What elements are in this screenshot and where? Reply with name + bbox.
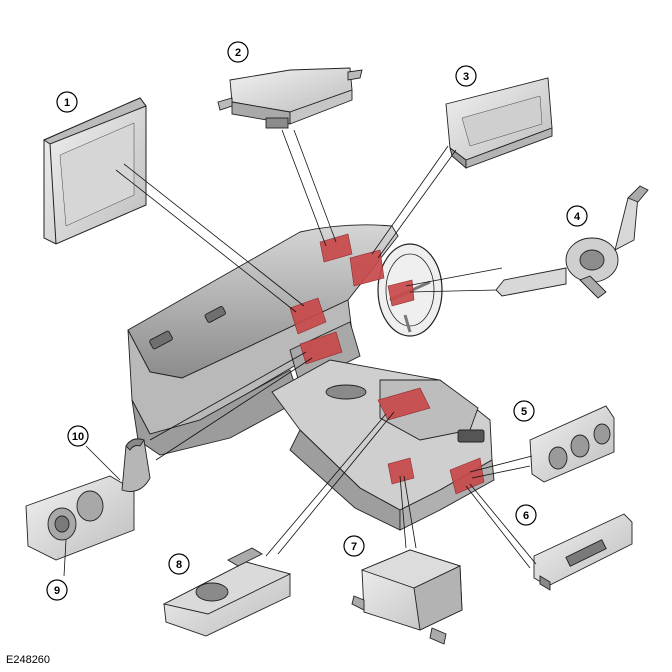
component-6-switch-pack: [533, 513, 633, 591]
callout-3: 3: [455, 65, 477, 87]
callout-5: 5: [513, 400, 535, 422]
callout-2: 2: [227, 41, 249, 63]
component-2-module: [217, 67, 363, 129]
center-console: [271, 359, 495, 531]
callout-9: 9: [46, 579, 68, 601]
component-9-control-panel: [25, 475, 135, 561]
location-module-3: [349, 249, 385, 287]
svg-text:2: 2: [235, 47, 241, 59]
dashboard-assembly: [127, 224, 399, 456]
callout-8: 8: [168, 553, 190, 575]
component-1-display: [42, 97, 147, 245]
component-8-module: [162, 547, 292, 637]
svg-text:7: 7: [351, 541, 357, 553]
component-3-cluster: [445, 77, 553, 169]
component-10-selector: [121, 438, 151, 492]
component-4-column-switch: [495, 185, 649, 299]
callouts: 1 2 3 4 5 6 7 8: [46, 41, 588, 601]
callout-4: 4: [566, 205, 588, 227]
callout-6: 6: [515, 504, 537, 526]
leader-lines: [63, 129, 537, 577]
svg-text:3: 3: [463, 71, 469, 83]
location-module-1: [289, 297, 327, 335]
callout-7: 7: [343, 535, 365, 557]
component-7-module: [351, 549, 463, 645]
svg-text:4: 4: [574, 211, 581, 223]
svg-text:5: 5: [521, 406, 527, 418]
location-module-5-6: [449, 457, 485, 495]
location-module-2: [319, 233, 353, 263]
svg-text:6: 6: [523, 510, 529, 522]
component-5-control-panel: [529, 405, 615, 483]
svg-text:9: 9: [54, 585, 60, 597]
location-module-10: [299, 331, 343, 365]
callout-10: 10: [67, 425, 89, 447]
location-module-4: [387, 279, 415, 307]
highlighted-locations: [289, 233, 485, 495]
callout-1: 1: [56, 91, 78, 113]
svg-text:10: 10: [72, 431, 84, 443]
figure-id: E248260: [6, 654, 51, 666]
svg-text:8: 8: [176, 559, 182, 571]
location-module-7: [387, 457, 415, 485]
svg-text:1: 1: [64, 97, 70, 109]
location-module-8: [377, 387, 431, 421]
